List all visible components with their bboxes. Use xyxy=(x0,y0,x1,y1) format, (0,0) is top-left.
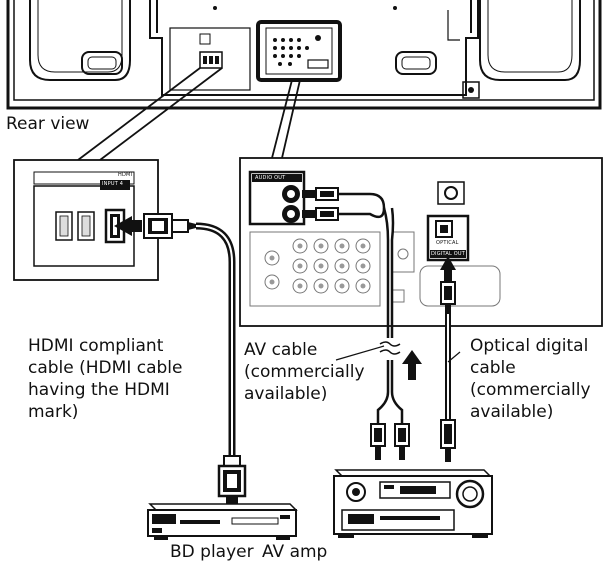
av-amp-label: AV amp xyxy=(262,542,328,562)
tv-rear-illustration xyxy=(6,0,602,110)
hdmi-cable xyxy=(195,222,236,456)
hdmi-panel-header: HDMI xyxy=(118,172,133,178)
rear-view-label: Rear view xyxy=(6,114,90,134)
bd-player-label: BD player xyxy=(170,542,254,562)
zoom-leader-lines xyxy=(77,67,301,161)
optical-marking-line1: OPTICAL xyxy=(436,240,459,246)
av-cable-label-line1: AV cable xyxy=(244,340,318,360)
label-pointer-lines xyxy=(335,345,461,363)
optical-cable xyxy=(440,256,456,462)
optical-marking-line2: DIGITAL OUT xyxy=(431,251,465,257)
hdmi-plug-bd-player xyxy=(217,455,247,504)
optical-cable-label-line3: (commercially xyxy=(470,380,591,400)
hdmi-cable-label-line2: cable (HDMI cable xyxy=(28,358,183,378)
optical-cable-label-line1: Optical digital xyxy=(470,336,589,356)
optical-cable-label-line2: cable xyxy=(470,358,516,378)
av-terminal-panel xyxy=(239,157,603,327)
tv-terminal-dots xyxy=(273,35,321,66)
av-cable-label-line3: available) xyxy=(244,384,328,404)
av-cable-break-mark xyxy=(379,341,401,355)
hdmi-cable-label-line4: mark) xyxy=(28,402,79,422)
optical-cable-label-line4: available) xyxy=(470,402,554,422)
hdmi-cable-label-line3: having the HDMI xyxy=(28,380,170,400)
hdmi-cable-plug xyxy=(114,213,196,239)
audio-out-marking: AUDIO OUT xyxy=(255,175,286,181)
bd-player-illustration xyxy=(147,503,298,540)
rca-plugs-av-amp xyxy=(370,423,410,460)
av-cable-direction-arrow xyxy=(402,350,422,380)
av-amp-illustration xyxy=(333,469,493,538)
av-cable xyxy=(338,192,404,424)
av-cable-label-line2: (commercially xyxy=(244,362,365,382)
hdmi-cable-label-line1: HDMI compliant xyxy=(28,336,164,356)
hdmi-input-marking: INPUT 4 xyxy=(102,181,124,187)
